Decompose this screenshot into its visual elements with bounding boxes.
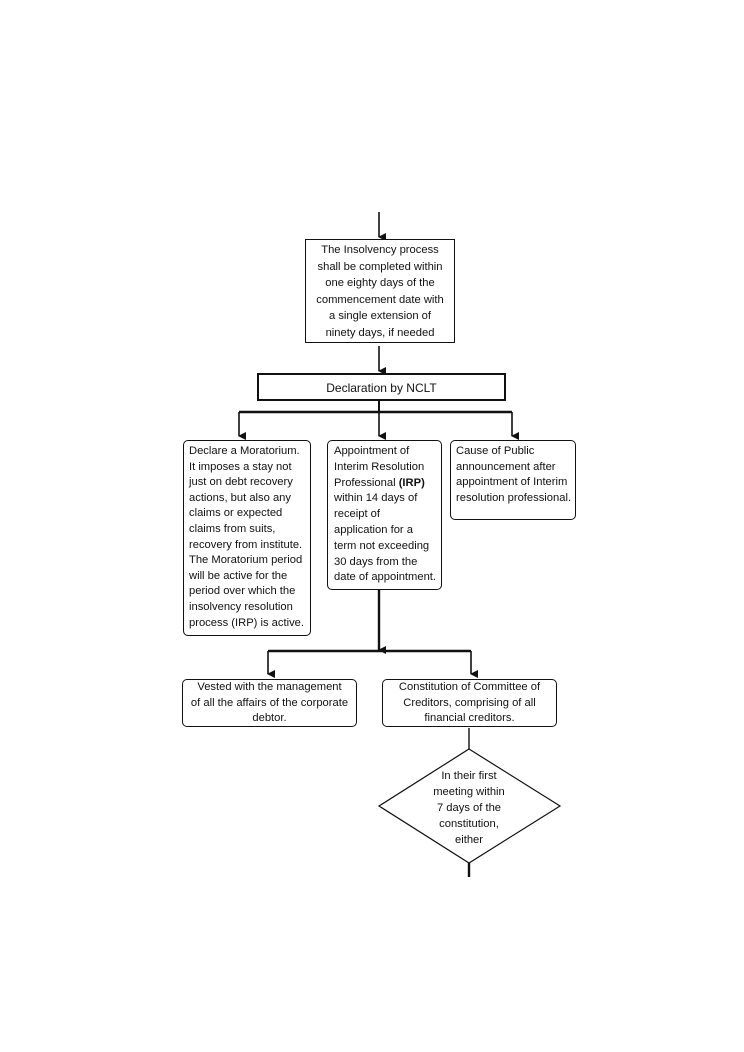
moratorium-line: insolvency resolution: [189, 600, 293, 613]
announcement-line: Cause of Public: [456, 445, 535, 457]
irp-line: within 14 days of: [334, 492, 418, 505]
moratorium-line: actions, but also any: [189, 491, 291, 504]
irp-line: application for a: [334, 523, 413, 536]
moratorium-line: period over which the: [189, 585, 296, 598]
moratorium-box: Declare a Moratorium. It imposes a stay …: [183, 440, 311, 636]
committee-line: Creditors, comprising of all: [403, 696, 536, 709]
irp-box: Appointment of Interim Resolution Profes…: [327, 440, 442, 590]
announcement-box: Cause of Public announcement after appoi…: [450, 440, 576, 520]
committee-box: Constitution of Committee of Creditors, …: [382, 679, 557, 727]
irp-abbreviation: (IRP): [398, 476, 425, 489]
irp-line: Professional (IRP): [334, 476, 435, 492]
timeline-line: one eighty days of the: [325, 277, 435, 289]
announcement-line: appointment of Interim: [456, 476, 568, 489]
decision-line: In their first: [441, 770, 497, 782]
irp-line: receipt of: [334, 508, 381, 521]
moratorium-line: just on debt recovery: [189, 476, 293, 489]
decision-text: In their first meeting within 7 days of …: [409, 768, 529, 848]
timeline-box: The Insolvency process shall be complete…: [305, 239, 455, 343]
timeline-line: a single extension of: [329, 310, 431, 322]
irp-line: 30 days from the: [334, 555, 418, 568]
announcement-line: resolution professional.: [456, 491, 572, 504]
moratorium-line: The Moratorium period: [189, 554, 303, 567]
management-line: Vested with the management: [197, 681, 342, 693]
committee-line: Constitution of Committee of: [398, 681, 541, 693]
timeline-line: shall be completed within: [317, 260, 443, 273]
moratorium-line: claims from suits,: [189, 522, 276, 535]
management-box: Vested with the management of all the af…: [182, 679, 357, 727]
moratorium-line: process (IRP) is active.: [189, 616, 305, 629]
declaration-box: Declaration by NCLT: [257, 373, 506, 401]
moratorium-line: claims or expected: [189, 507, 283, 520]
timeline-line: The Insolvency process: [321, 244, 439, 256]
timeline-line: ninety days, if needed: [325, 326, 435, 339]
decision-line: constitution,: [439, 818, 499, 830]
decision-line: either: [455, 834, 483, 846]
irp-line: Appointment of: [334, 445, 410, 457]
decision-line: meeting within: [433, 786, 505, 798]
committee-line: financial creditors.: [424, 712, 515, 725]
irp-line: Interim Resolution: [334, 460, 425, 473]
timeline-line: commencement date with: [316, 293, 444, 306]
announcement-line: announcement after: [456, 460, 556, 473]
management-line: debtor.: [252, 712, 287, 725]
declaration-label: Declaration by NCLT: [326, 381, 437, 395]
irp-line-text: Professional: [334, 476, 399, 489]
management-line: of all the affairs of the corporate: [190, 696, 349, 709]
irp-line: date of appointment.: [334, 571, 437, 584]
moratorium-line: recovery from institute.: [189, 538, 303, 551]
moratorium-line: Declare a Moratorium.: [189, 445, 300, 457]
irp-line: term not exceeding: [334, 539, 430, 552]
decision-line: 7 days of the: [436, 802, 502, 814]
moratorium-line: It imposes a stay not: [189, 460, 292, 473]
moratorium-line: will be active for the: [189, 569, 288, 582]
